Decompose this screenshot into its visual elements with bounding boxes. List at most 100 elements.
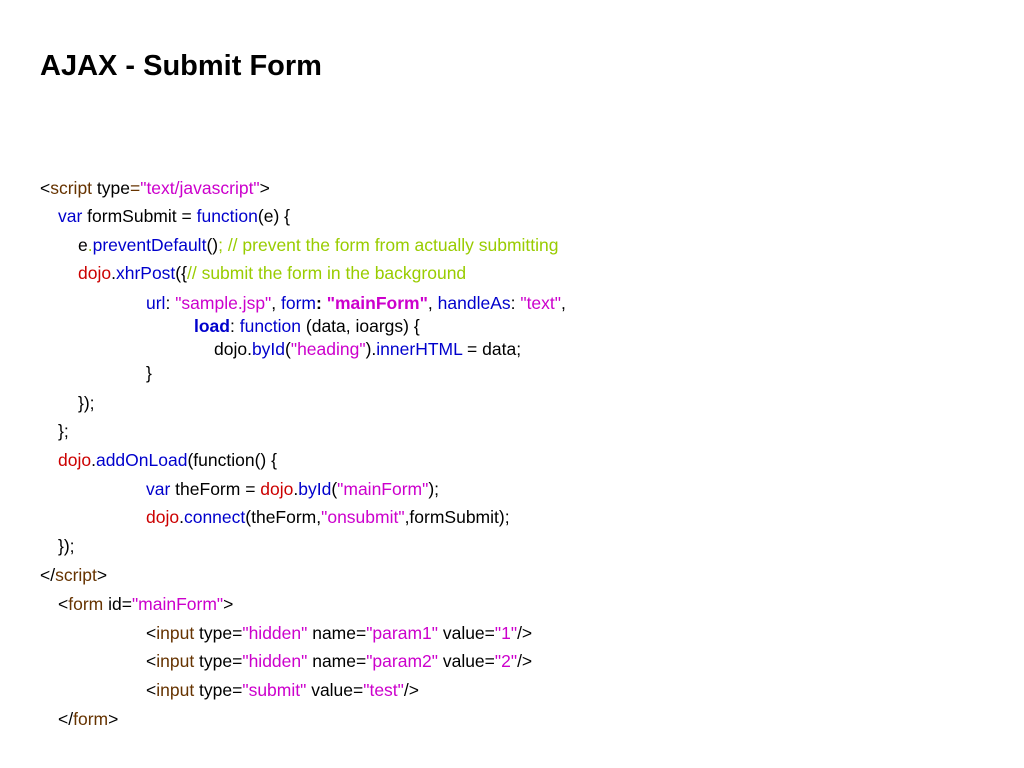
code-token: "text" bbox=[520, 293, 561, 313]
code-token: : bbox=[510, 293, 521, 313]
code-token: (function() { bbox=[187, 450, 277, 470]
code-token: type bbox=[92, 178, 130, 198]
code-token: // submit the form in the background bbox=[186, 263, 467, 283]
code-token: script bbox=[50, 178, 93, 198]
code-token: value= bbox=[437, 651, 495, 671]
code-line: <form id="mainForm"> bbox=[58, 593, 233, 615]
code-token: . bbox=[293, 479, 299, 499]
code-token: name= bbox=[307, 623, 367, 643]
code-line: e.preventDefault(); // prevent the form … bbox=[78, 234, 559, 256]
code-line: <input type="submit" value="test"/> bbox=[146, 679, 419, 701]
code-token: "2" bbox=[494, 651, 518, 671]
code-token: input bbox=[156, 651, 195, 671]
code-token: type= bbox=[194, 623, 243, 643]
code-token: (theForm, bbox=[245, 507, 322, 527]
code-token: > bbox=[223, 594, 234, 614]
code-token: "text/javascript" bbox=[140, 178, 260, 198]
code-line: var theForm = dojo.byId("mainForm"); bbox=[146, 478, 439, 500]
code-token: "mainForm" bbox=[326, 293, 428, 313]
code-token: byId bbox=[251, 339, 286, 359]
code-token: "mainForm" bbox=[337, 479, 429, 499]
code-token: formSubmit = bbox=[82, 206, 197, 226]
code-token: = data; bbox=[462, 339, 522, 359]
code-token: "submit" bbox=[242, 680, 307, 700]
code-token: type= bbox=[194, 651, 243, 671]
code-token: "param1" bbox=[366, 623, 438, 643]
code-token: ( bbox=[331, 479, 338, 499]
code-token: url bbox=[146, 293, 166, 313]
code-token: handleAs bbox=[437, 293, 511, 313]
code-token: xhrPost bbox=[115, 263, 176, 283]
code-line: var formSubmit = function(e) { bbox=[58, 205, 290, 227]
code-line: } bbox=[146, 362, 152, 384]
code-token: form bbox=[281, 293, 316, 313]
code-token: = bbox=[130, 178, 141, 198]
code-line: <script type="text/javascript"> bbox=[40, 177, 270, 199]
code-token: : bbox=[165, 293, 176, 313]
code-token: , bbox=[427, 293, 438, 313]
code-token: dojo bbox=[78, 263, 112, 283]
code-token: (data, ioargs) { bbox=[301, 316, 420, 336]
code-token: var bbox=[146, 479, 171, 499]
code-token: dojo bbox=[260, 479, 294, 499]
code-token: "onsubmit" bbox=[321, 507, 405, 527]
code-token: ,formSubmit); bbox=[404, 507, 510, 527]
code-token: dojo. bbox=[214, 339, 252, 359]
code-line: </form> bbox=[58, 708, 118, 730]
code-token: load bbox=[194, 316, 230, 336]
code-token: dojo bbox=[58, 450, 92, 470]
code-token: }; bbox=[58, 421, 69, 441]
code-token: innerHTML bbox=[376, 339, 463, 359]
code-token: "heading" bbox=[290, 339, 366, 359]
code-token: connect bbox=[183, 507, 246, 527]
code-token: e bbox=[78, 235, 88, 255]
code-token: (e) { bbox=[257, 206, 290, 226]
code-line: dojo.connect(theForm,"onsubmit",formSubm… bbox=[146, 506, 510, 528]
code-token: input bbox=[156, 680, 195, 700]
code-token: . bbox=[91, 450, 96, 470]
code-token: , bbox=[561, 293, 566, 313]
code-token: theForm = bbox=[170, 479, 261, 499]
code-line: }); bbox=[58, 535, 75, 557]
code-token: } bbox=[146, 363, 152, 383]
code-token: input bbox=[156, 623, 195, 643]
code-token: dojo bbox=[146, 507, 180, 527]
slide-title: AJAX - Submit Form bbox=[40, 50, 322, 82]
code-token: ({ bbox=[175, 263, 187, 283]
code-token: > bbox=[108, 709, 119, 729]
code-line: url: "sample.jsp", form: "mainForm", han… bbox=[146, 292, 566, 314]
code-token: < bbox=[146, 623, 157, 643]
code-token: "sample.jsp" bbox=[175, 293, 272, 313]
code-token: type= bbox=[194, 680, 243, 700]
code-token: "param2" bbox=[366, 651, 438, 671]
code-token: "mainForm" bbox=[131, 594, 224, 614]
code-token: </ bbox=[58, 709, 74, 729]
code-token: addOnLoad bbox=[95, 450, 188, 470]
code-token: value= bbox=[306, 680, 364, 700]
code-token: id= bbox=[103, 594, 132, 614]
code-token: var bbox=[58, 206, 83, 226]
code-token: : bbox=[229, 316, 240, 336]
code-token: , bbox=[271, 293, 281, 313]
code-token: function bbox=[196, 206, 258, 226]
code-token: script bbox=[55, 565, 97, 585]
code-token: /> bbox=[403, 680, 419, 700]
code-token: > bbox=[96, 565, 108, 585]
code-token: }); bbox=[78, 393, 95, 413]
code-token: function bbox=[239, 316, 302, 336]
code-line: dojo.addOnLoad(function() { bbox=[58, 449, 277, 471]
code-token: ). bbox=[365, 339, 377, 359]
code-token: form bbox=[68, 594, 104, 614]
code-token: . bbox=[179, 507, 184, 527]
code-line: }; bbox=[58, 420, 69, 442]
code-token: /> bbox=[517, 623, 533, 643]
code-token: ; // prevent the form from actually subm… bbox=[218, 235, 559, 255]
code-token: form bbox=[73, 709, 109, 729]
code-token: "hidden" bbox=[242, 623, 308, 643]
code-token: value= bbox=[437, 623, 495, 643]
code-line: }); bbox=[78, 392, 95, 414]
code-token: }); bbox=[58, 536, 75, 556]
code-token: name= bbox=[307, 651, 367, 671]
code-token: < bbox=[58, 594, 69, 614]
